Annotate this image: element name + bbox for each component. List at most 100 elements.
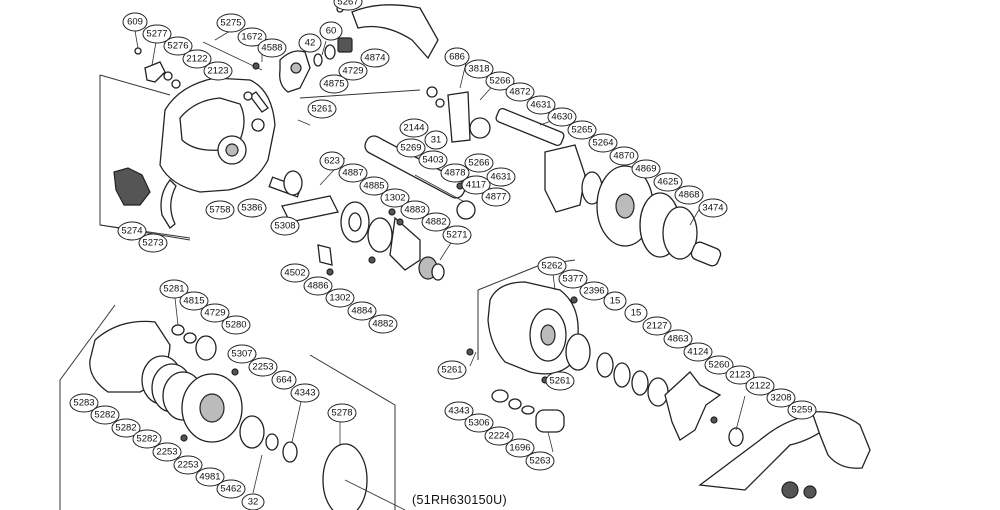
part-callout: 15 xyxy=(624,303,648,323)
part-callout: 4872 xyxy=(505,82,535,102)
part-callout: 5280 xyxy=(221,315,251,335)
svg-text:5276: 5276 xyxy=(167,41,188,52)
svg-text:4343: 4343 xyxy=(294,388,315,399)
part-callout: 5403 xyxy=(418,150,448,170)
part-callout: 1302 xyxy=(325,288,355,308)
part-callout: 5269 xyxy=(396,138,426,158)
svg-text:4874: 4874 xyxy=(364,53,385,64)
svg-text:5261: 5261 xyxy=(549,376,570,387)
part-callout: 664 xyxy=(271,370,297,390)
part-callout: 2253 xyxy=(248,357,278,377)
svg-text:5307: 5307 xyxy=(231,349,252,360)
part-callout: 5263 xyxy=(525,451,555,471)
svg-text:42: 42 xyxy=(305,38,316,49)
svg-text:623: 623 xyxy=(324,156,340,167)
svg-text:609: 609 xyxy=(127,17,143,28)
part-callout: 4630 xyxy=(547,107,577,127)
svg-text:4815: 4815 xyxy=(183,296,204,307)
part-callout: 5386 xyxy=(237,198,267,218)
svg-text:1696: 1696 xyxy=(509,443,530,454)
part-callouts: 609 5277 5275 5276 2122 2123 1672 4588 4… xyxy=(69,0,817,510)
svg-text:4884: 4884 xyxy=(351,306,372,317)
part-callout: 4869 xyxy=(631,159,661,179)
svg-text:4872: 4872 xyxy=(509,87,530,98)
svg-text:4863: 4863 xyxy=(667,334,688,345)
svg-text:2396: 2396 xyxy=(583,286,604,297)
part-callout: 4875 xyxy=(319,74,349,94)
svg-text:4878: 4878 xyxy=(444,168,465,179)
part-callout: 4631 xyxy=(526,95,556,115)
svg-text:5758: 5758 xyxy=(209,205,230,216)
svg-text:2127: 2127 xyxy=(646,321,667,332)
part-callout: 1696 xyxy=(505,438,535,458)
svg-text:5269: 5269 xyxy=(400,143,421,154)
svg-text:5281: 5281 xyxy=(163,284,184,295)
part-callout: 5266 xyxy=(485,71,515,91)
svg-text:4882: 4882 xyxy=(425,217,446,228)
part-callout: 2123 xyxy=(203,61,233,81)
svg-text:4875: 4875 xyxy=(323,79,344,90)
part-callout: 4877 xyxy=(481,187,511,207)
svg-text:5275: 5275 xyxy=(220,18,241,29)
part-callout: 4874 xyxy=(360,48,390,68)
part-callout: 5282 xyxy=(90,405,120,425)
part-callout: 5281 xyxy=(159,279,189,299)
part-callout: 3208 xyxy=(766,388,796,408)
svg-text:3208: 3208 xyxy=(770,393,791,404)
part-callout: 2253 xyxy=(152,442,182,462)
svg-text:1302: 1302 xyxy=(384,193,405,204)
part-callout: 4343 xyxy=(290,383,320,403)
svg-text:2123: 2123 xyxy=(729,370,750,381)
svg-text:664: 664 xyxy=(276,375,292,386)
part-callout: 5273 xyxy=(138,233,168,253)
part-callout: 5261 xyxy=(307,99,337,119)
svg-text:2253: 2253 xyxy=(156,447,177,458)
part-callout: 5260 xyxy=(704,355,734,375)
part-callout: 2127 xyxy=(642,316,672,336)
part-callout: 5262 xyxy=(537,256,567,276)
part-callout: 5308 xyxy=(270,216,300,236)
part-callout: 4815 xyxy=(179,291,209,311)
svg-text:32: 32 xyxy=(248,497,259,508)
svg-text:5264: 5264 xyxy=(592,138,613,149)
part-callout: 4882 xyxy=(368,314,398,334)
part-callout: 4887 xyxy=(338,163,368,183)
svg-text:4729: 4729 xyxy=(204,308,225,319)
part-callout: 5278 xyxy=(327,403,357,423)
part-callout: 4117 xyxy=(461,175,491,195)
model-code: (51RH630150U) xyxy=(412,493,507,507)
part-callout: 5758 xyxy=(205,200,235,220)
part-callout: 4625 xyxy=(653,172,683,192)
svg-text:4631: 4631 xyxy=(530,100,551,111)
svg-text:4981: 4981 xyxy=(199,472,220,483)
part-callout: 686 xyxy=(444,47,470,67)
part-callout: 5275 xyxy=(216,13,246,33)
part-callout: 4870 xyxy=(609,146,639,166)
svg-text:686: 686 xyxy=(449,52,465,63)
part-callout: 4884 xyxy=(347,301,377,321)
svg-text:4630: 4630 xyxy=(551,112,572,123)
svg-text:4729: 4729 xyxy=(342,66,363,77)
part-callout: 5277 xyxy=(142,24,172,44)
part-callout: 4882 xyxy=(421,212,451,232)
svg-text:4625: 4625 xyxy=(657,177,678,188)
svg-text:4343: 4343 xyxy=(448,406,469,417)
part-callout: 3474 xyxy=(698,198,728,218)
part-callout: 5266 xyxy=(464,153,494,173)
svg-text:15: 15 xyxy=(631,308,642,319)
part-callout: 5282 xyxy=(132,429,162,449)
spool-side-assembly xyxy=(89,320,406,510)
svg-text:5280: 5280 xyxy=(225,320,246,331)
frame-and-handle-assembly xyxy=(466,281,871,499)
svg-text:5274: 5274 xyxy=(121,226,142,237)
svg-text:5403: 5403 xyxy=(422,155,443,166)
part-callout: 4885 xyxy=(359,176,389,196)
svg-text:5265: 5265 xyxy=(571,125,592,136)
svg-text:5277: 5277 xyxy=(146,29,167,40)
svg-text:4631: 4631 xyxy=(490,172,511,183)
part-callout: 4502 xyxy=(280,263,310,283)
svg-text:4877: 4877 xyxy=(485,192,506,203)
svg-text:4869: 4869 xyxy=(635,164,656,175)
svg-text:5262: 5262 xyxy=(541,261,562,272)
